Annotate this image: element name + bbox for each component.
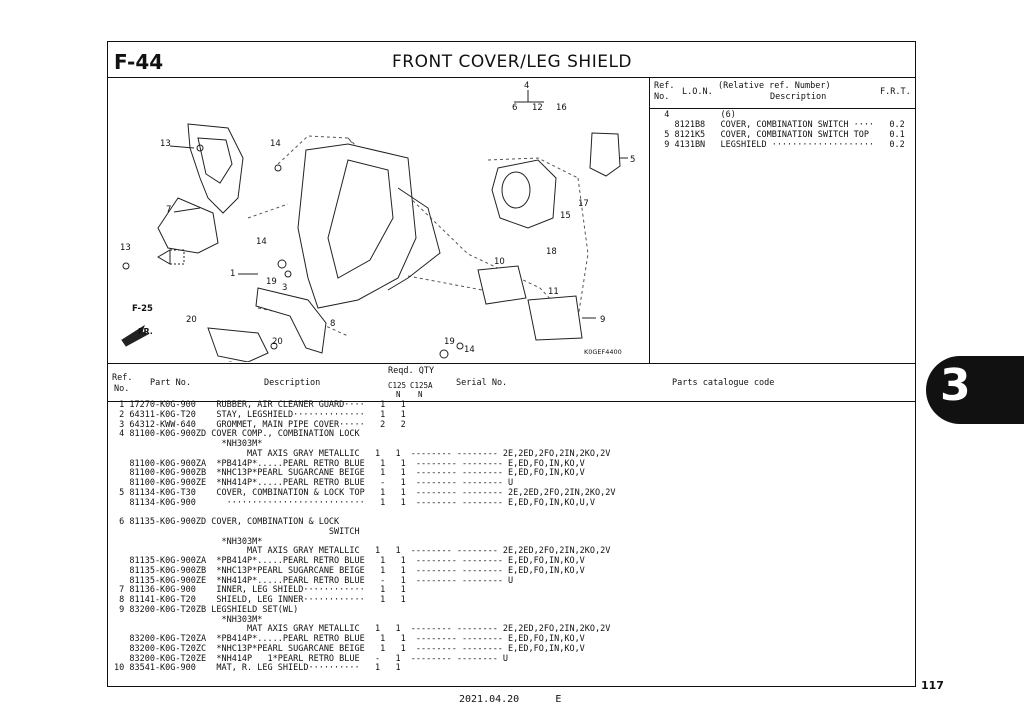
parts-hdr-description: Description — [264, 378, 321, 388]
section-tab-label: 3 — [940, 360, 971, 411]
section-tab: 3 — [926, 356, 1024, 424]
parts-hdr-n2: N — [418, 390, 423, 399]
table-row: 81135-K0G-900ZE *NH414P*.....PEARL RETRO… — [114, 575, 514, 586]
section-code: F-44 — [114, 50, 164, 74]
callout-4: 4 — [524, 81, 529, 91]
callout-14: 14 — [270, 139, 281, 149]
table-row: 81135-K0G-900ZB *NHC13P*PEARL SUGARCANE … — [114, 565, 585, 576]
table-row: 83200-K0G-T20ZA *PB414P*.....PEARL RETRO… — [114, 634, 585, 644]
table-row: 81100-K0G-900ZE *NH414P*.....PEARL RETRO… — [114, 478, 514, 488]
table-row: 7 81136-K0G-900 INNER, LEG SHIELD·······… — [114, 585, 406, 596]
footer-date: 2021.04.20 — [459, 694, 520, 705]
ref-hdr-relative: (Relative ref. Number) — [718, 81, 831, 91]
parts-hdr-reqd-qty: Reqd. QTY — [388, 366, 435, 376]
callout-fr: FR. — [138, 327, 153, 336]
callout-15: 15 — [560, 211, 571, 221]
parts-hdr-catalogue-code: Parts catalogue code — [672, 378, 775, 388]
table-row: 2 64311-K0G-T20 STAY, LEGSHIELD·········… — [114, 409, 406, 420]
table-row: 81134-K0G-900 ··························… — [114, 497, 596, 508]
ref-hdr-lon: L.O.N. — [682, 87, 713, 97]
page-title: FRONT COVER/LEG SHIELD — [392, 52, 633, 72]
callout-14c: 14 — [464, 345, 475, 355]
callout-7: 7 — [166, 205, 171, 215]
callout-1: 1 — [230, 269, 235, 279]
exploded-diagram: 13 14 7 13 14 1 19 3 F-25 20 2 20 8 FR. … — [108, 78, 650, 393]
parts-table-body: 1 17270-K0G-900 RUBBER, AIR CLEANER GUAR… — [114, 400, 904, 674]
callout-14b: 14 — [256, 237, 267, 247]
ref-table: Ref. No. L.O.N. (Relative ref. Number) D… — [650, 78, 915, 364]
diagram-drawing: 13 14 7 13 14 1 19 3 F-25 20 2 20 8 FR. … — [120, 81, 635, 393]
callout-5: 5 — [630, 155, 635, 165]
parts-hdr-n1: N — [396, 390, 401, 399]
table-row: 83200-K0G-T20ZE *NH414P 1*PEARL RETRO BL… — [114, 653, 509, 664]
table-row: 3 64312-KWW-640 GROMMET, MAIN PIPE COVER… — [114, 419, 406, 430]
footer-edition: E — [555, 694, 562, 705]
diagram-code: K0GEF4400 — [584, 348, 622, 356]
table-row: *NH303M* — [114, 439, 263, 449]
callout-17: 17 — [578, 199, 589, 209]
callout-19b: 19 — [444, 337, 455, 347]
callout-18: 18 — [546, 247, 557, 257]
ref-hdr-no: No. — [654, 92, 670, 102]
parts-hdr-ref: Ref. — [112, 373, 133, 383]
callout-11: 11 — [548, 287, 559, 297]
table-row: 1 17270-K0G-900 RUBBER, AIR CLEANER GUAR… — [114, 400, 406, 410]
diagram-divider — [108, 363, 915, 364]
table-row: 8 81141-K0G-T20 SHIELD, LEG INNER·······… — [114, 595, 406, 605]
table-row: MAT AXIS GRAY METALLIC 1 1 -------- ----… — [114, 448, 611, 459]
table-row: MAT AXIS GRAY METALLIC 1 1 -------- ----… — [114, 624, 611, 635]
callout-13: 13 — [160, 139, 171, 149]
callout-f25: F-25 — [132, 304, 153, 314]
ref-row: 9 4131BN LEGSHIELD ···················· … — [654, 140, 905, 150]
ref-row: 5 8121K5 COVER, COMBINATION SWITCH TOP 0… — [654, 130, 905, 140]
callout-8: 8 — [330, 319, 335, 329]
table-row: SWITCH — [114, 526, 360, 537]
table-row: 10 83541-K0G-900 MAT, R. LEG SHIELD·····… — [114, 663, 401, 674]
table-row: 81100-K0G-900ZA *PB414P*.....PEARL RETRO… — [114, 458, 585, 469]
table-row: 6 81135-K0G-900ZD COVER, COMBINATION & L… — [114, 517, 340, 527]
callout-10: 10 — [494, 257, 505, 267]
callout-2: 2 — [228, 361, 233, 362]
callout-6: 6 — [512, 103, 517, 113]
header-divider — [108, 77, 915, 78]
table-row: 9 83200-K0G-T20ZB LEGSHIELD SET(WL) — [114, 604, 299, 615]
ref-hdr-ref: Ref. — [654, 81, 675, 91]
parts-table-header: Ref. No. Part No. Description Reqd. QTY … — [108, 364, 915, 402]
table-row: *NH303M* — [114, 536, 263, 547]
callout-13b: 13 — [120, 243, 131, 253]
callout-20b: 20 — [272, 337, 283, 347]
page-frame: F-44 FRONT COVER/LEG SHIELD — [107, 41, 916, 687]
ref-hdr-frt: F.R.T. — [880, 87, 911, 97]
parts-hdr-serial-no: Serial No. — [456, 378, 508, 388]
table-row: 4 81100-K0G-900ZD COVER COMP., COMBINATI… — [114, 429, 360, 440]
callout-20: 20 — [186, 315, 197, 325]
callout-16: 16 — [556, 103, 567, 113]
callout-9: 9 — [600, 315, 605, 325]
parts-hdr-part-no: Part No. — [150, 378, 191, 388]
ref-table-header: Ref. No. L.O.N. (Relative ref. Number) D… — [650, 78, 915, 109]
parts-hdr-no: No. — [114, 384, 130, 394]
parts-hdr-c125a: C125A — [410, 381, 433, 390]
callout-19: 19 — [266, 277, 277, 287]
table-row: 5 81134-K0G-T30 COVER, COMBINATION & LOC… — [114, 487, 616, 498]
table-row: 81100-K0G-900ZB *NHC13P*PEARL SUGARCANE … — [114, 468, 585, 479]
page-number: 117 — [921, 679, 944, 692]
table-row: *NH303M* — [114, 614, 263, 625]
ref-hdr-description: Description — [770, 92, 827, 102]
parts-hdr-c125: C125 — [388, 381, 407, 390]
footer: 2021.04.20 E — [459, 694, 561, 705]
table-row: MAT AXIS GRAY METALLIC 1 1 -------- ----… — [114, 546, 611, 557]
ref-row: 4 (6) — [654, 110, 736, 120]
callout-12: 12 — [532, 103, 543, 113]
ref-row: 8121B8 COVER, COMBINATION SWITCH ···· 0.… — [654, 120, 905, 130]
callout-3: 3 — [282, 283, 287, 293]
table-row: 83200-K0G-T20ZC *NHC13P*PEARL SUGARCANE … — [114, 643, 585, 654]
table-row: 81135-K0G-900ZA *PB414P*.....PEARL RETRO… — [114, 556, 585, 566]
